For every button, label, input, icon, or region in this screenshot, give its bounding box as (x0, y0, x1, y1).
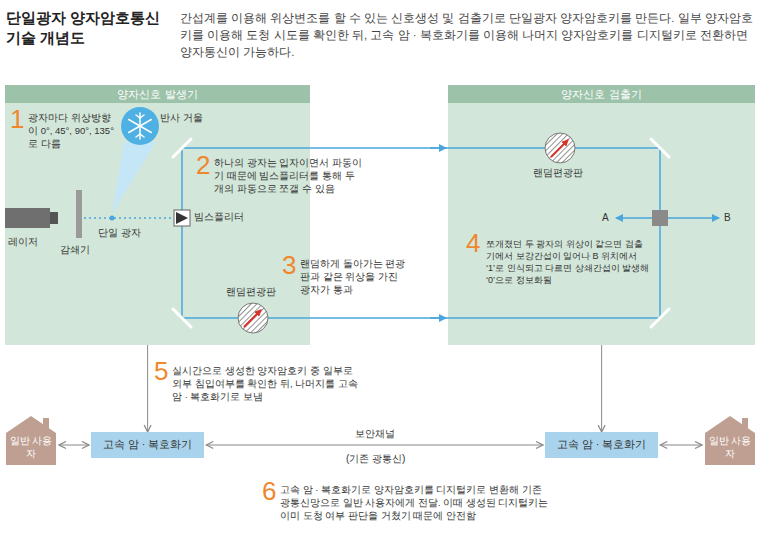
device-panel: 양자신호 검출기 (448, 85, 755, 345)
annotation: 레이저 (8, 236, 38, 249)
user-house: 일반 사용자 (704, 414, 756, 466)
output-b-arrow (668, 217, 719, 219)
random-polarizer (545, 133, 575, 163)
annotation: 광자마다 위상방향이 0°, 45°, 90°, 135°로 다름 (28, 112, 120, 150)
mirrors (173, 139, 669, 327)
attenuator (76, 190, 82, 238)
panel-heading: 양자신호 발생기 (5, 85, 310, 103)
random-polarizer (238, 303, 268, 333)
annotation: 쪼개졌던 두 광자의 위상이 같으면 검출기에서 보강간섭이 일어나 B 위치에… (486, 238, 650, 287)
codec-label: 고속 암 · 복호화기 (103, 438, 192, 452)
callout-number: 5 (154, 358, 168, 384)
callout-number: 6 (262, 478, 276, 504)
beam-splitter (174, 210, 190, 226)
upper-light-path (182, 148, 660, 210)
annotation: 실시간으로 생성한 양자암호키 중 일부로 외부 침입여부를 확인한 뒤, 나머… (172, 365, 362, 403)
annotation: (기존 광통신) (346, 452, 405, 466)
path-arrow (430, 317, 446, 319)
laser-nozzle (50, 212, 58, 224)
callout-number: 2 (196, 152, 210, 178)
annotation: 단일 광자 (98, 227, 141, 240)
codec-label: 고속 암 · 복호화기 (557, 438, 646, 452)
user-label: 일반 사용자 (5, 414, 57, 460)
callout-number: 1 (10, 106, 24, 132)
photon-cone (112, 142, 156, 214)
callout-number: 3 (282, 252, 296, 278)
annotation: 빔스플리터 (194, 211, 244, 224)
output-a-arrow (616, 217, 652, 219)
annotation: A (602, 211, 609, 225)
user-label: 일반 사용자 (704, 414, 756, 460)
phase-icon (121, 107, 159, 145)
connector (601, 345, 602, 432)
annotation: 랜덤하게 돌아가는 편광판과 같은 위상을 가진 광자가 통과 (300, 258, 408, 296)
diagram-title: 단일광자 양자암호통신 기술 개념도 (6, 8, 166, 47)
annotation: B (724, 211, 731, 225)
codec-box: 고속 암 · 복호화기 (91, 432, 204, 458)
detector-splitter (652, 210, 668, 226)
photon-dot (110, 216, 115, 221)
annotation: 하나의 광자는 입자이면서 파동이기 때문에 빔스플리터를 통해 두 개의 파동… (214, 157, 364, 195)
annotation: 랜덤편광판 (533, 167, 583, 180)
annotation: 랜덤편광판 (226, 286, 276, 299)
annotation: 감쇄기 (60, 244, 90, 257)
callout-number: 4 (466, 230, 480, 256)
panel-heading: 양자신호 검출기 (448, 85, 755, 103)
user-house: 일반 사용자 (5, 414, 57, 466)
connector (206, 445, 543, 446)
beam-splitter-mark (176, 212, 188, 224)
connector (59, 445, 89, 446)
path-arrow (430, 147, 446, 149)
connector (147, 345, 148, 432)
laser-body (5, 208, 50, 228)
annotation: 고속 암 · 복호화기로 양자암호키를 디지털키로 변환해 기존 광통신망으로 … (280, 484, 552, 522)
annotation: 간섭계를 이용해 위상변조를 할 수 있는 신호생성 및 검출기로 단일광자 양… (180, 10, 755, 61)
connector (660, 445, 702, 446)
annotation: 반사 거울 (160, 112, 203, 125)
edge-label: 보안채널 (353, 427, 397, 441)
codec-box: 고속 암 · 복호화기 (545, 432, 658, 458)
single-photon-beam (84, 217, 172, 219)
